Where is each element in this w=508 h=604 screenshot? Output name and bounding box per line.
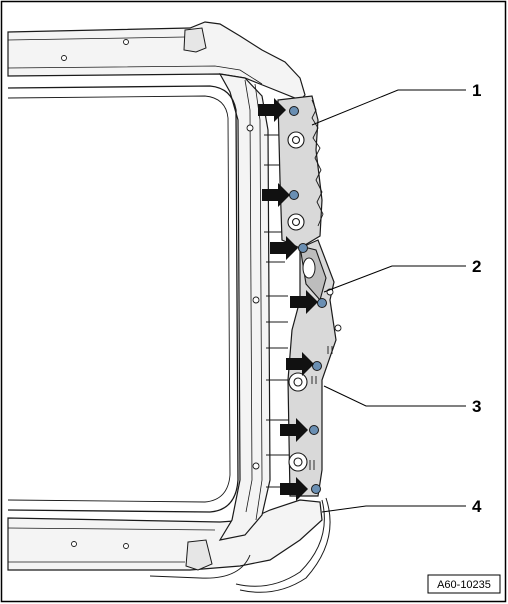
leader-3 <box>323 385 466 407</box>
callout-2: 2 <box>472 257 481 276</box>
arrow-icon <box>290 290 318 314</box>
arrow-icon <box>280 477 308 501</box>
callout-1: 1 <box>472 81 481 100</box>
arrow-icon <box>280 418 308 442</box>
callout-3: 3 <box>472 397 481 416</box>
bolt-3 <box>298 243 308 253</box>
reference-code-box: A60-10235 <box>427 574 501 594</box>
leader-4 <box>321 505 466 513</box>
link-piece <box>299 245 327 302</box>
bolt-2 <box>289 190 299 200</box>
right-rail <box>218 73 271 541</box>
bracket-hatch <box>309 346 333 470</box>
arrow-icon <box>262 183 290 207</box>
bolt-7 <box>311 484 321 494</box>
leader-1 <box>311 89 466 126</box>
bolt-1 <box>289 106 299 116</box>
bolt-4 <box>317 298 327 308</box>
bolt-6 <box>309 425 319 435</box>
arrow-icon <box>270 236 298 260</box>
bolt-indicator-arrows <box>258 98 318 501</box>
corner-brackets <box>183 27 213 571</box>
bolt-5 <box>312 361 322 371</box>
bracket-rib-edge <box>311 99 324 227</box>
callout-leaders <box>311 89 466 513</box>
glass-opening-edge <box>7 85 239 513</box>
rail-detail-lines <box>7 36 263 563</box>
bracket-bosses <box>287 131 308 472</box>
glass-opening-inner-edge <box>7 95 231 503</box>
leader-2 <box>323 265 466 293</box>
arrow-icon <box>258 98 286 122</box>
reference-code: A60-10235 <box>437 579 491 591</box>
callout-4: 4 <box>472 497 482 516</box>
drain-hoses <box>149 497 331 593</box>
sunroof-frame <box>7 21 323 571</box>
arrow-icon <box>286 352 314 376</box>
